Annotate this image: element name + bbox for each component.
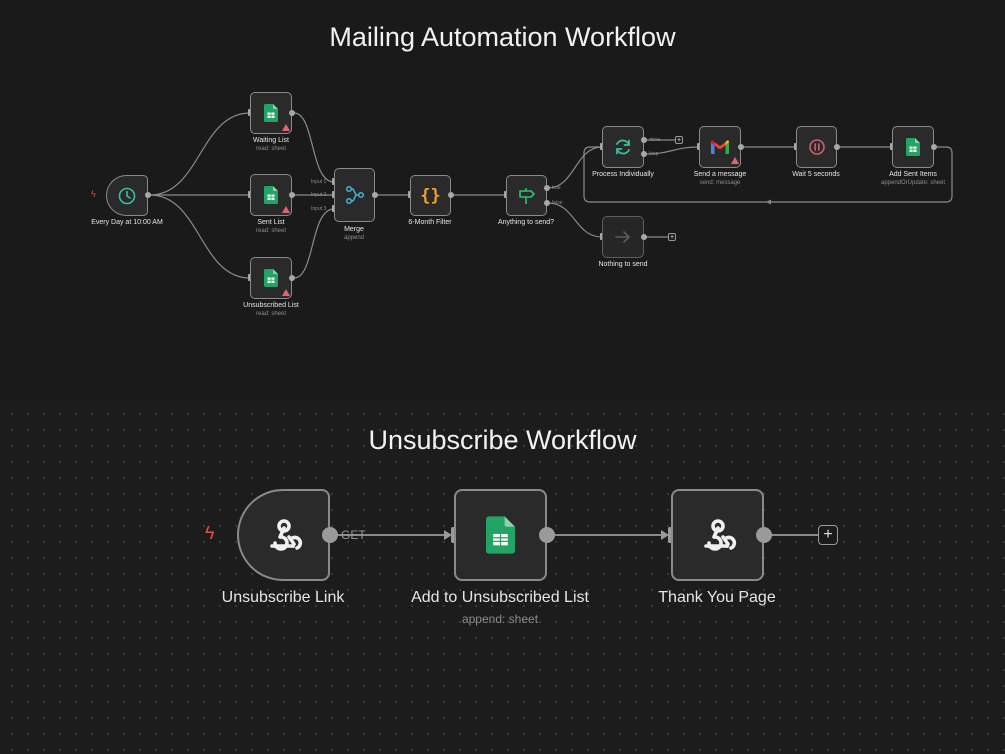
filter-input-port[interactable] — [408, 191, 411, 198]
google-sheets-icon — [486, 516, 515, 554]
unsubscribed-list-label: Unsubscribed List — [243, 302, 299, 309]
node-unsubscribe-link[interactable] — [237, 489, 330, 581]
node-wait-5-seconds[interactable] — [796, 126, 837, 168]
filter-output-port[interactable] — [448, 192, 454, 198]
unsub-input-port[interactable] — [248, 274, 251, 281]
clock-icon — [118, 187, 136, 204]
process-done-label: done — [649, 137, 661, 143]
waiting-list-sub: read: sheet — [255, 146, 287, 152]
trigger-bolt-icon: ϟ — [91, 189, 96, 199]
merge-input-3-label: Input 3 — [311, 206, 327, 212]
add-unsub-sub: append: sheet — [461, 612, 539, 626]
nothing-input-port[interactable] — [600, 233, 603, 240]
webhook-output-port[interactable] — [322, 527, 338, 543]
thank-you-label: Thank You Page — [658, 589, 776, 606]
google-sheets-icon — [906, 138, 920, 156]
node-sent-list[interactable] — [250, 174, 292, 216]
google-sheets-icon — [264, 269, 278, 287]
wait-output-port[interactable] — [834, 144, 840, 150]
webhook-icon — [269, 519, 302, 551]
merge-input-port-3[interactable] — [332, 205, 335, 212]
node-add-to-unsubscribed-list[interactable] — [454, 489, 547, 581]
send-output-port[interactable] — [738, 144, 744, 150]
google-sheets-icon — [264, 186, 278, 204]
merge-icon — [345, 185, 364, 205]
pause-icon — [808, 139, 825, 155]
wait-input-port[interactable] — [794, 143, 797, 150]
nothing-label: Nothing to send — [598, 261, 648, 268]
if-input-port[interactable] — [504, 191, 507, 198]
wait-label: Wait 5 seconds — [792, 171, 840, 178]
node-add-sent-items[interactable] — [892, 126, 934, 168]
waiting-input-port[interactable] — [248, 109, 251, 116]
if-label: Anything to send? — [497, 219, 555, 226]
unsubscribed-list-sub: read: sheet — [255, 311, 287, 317]
loop-icon — [616, 139, 630, 155]
process-label: Process Individually — [592, 171, 654, 178]
add-sent-sub: appendOrUpdate: sheet — [880, 180, 946, 186]
http-method-label: GET — [341, 528, 366, 542]
sent-input-port[interactable] — [248, 191, 251, 198]
unsubscribe-workflow-title: Unsubscribe Workflow — [368, 425, 637, 455]
warning-icon — [731, 157, 739, 164]
warning-icon — [282, 206, 290, 213]
nothing-output-port[interactable] — [641, 234, 647, 240]
process-loop-port[interactable] — [641, 151, 647, 157]
trigger-label: Every Day at 10:00 AM — [91, 219, 163, 226]
google-sheets-icon — [264, 104, 278, 122]
waiting-output-port[interactable] — [289, 110, 295, 116]
gmail-icon — [711, 140, 729, 154]
merge-input-2-label: Input 2 — [311, 192, 327, 198]
send-label: Send a message — [693, 171, 747, 178]
signpost-icon — [518, 187, 535, 204]
add-node-after-thank-you-button[interactable]: + — [818, 525, 838, 545]
process-loop-label: loop — [649, 151, 659, 157]
merge-input-1-label: Input 1 — [311, 179, 327, 185]
add-sent-label: Add Sent Items — [889, 171, 937, 178]
node-nothing-to-send[interactable] — [602, 216, 644, 258]
thank-you-output-port[interactable] — [756, 527, 772, 543]
node-6-month-filter[interactable]: {} — [410, 175, 451, 216]
add-node-after-done-button[interactable]: + — [675, 136, 683, 144]
waiting-list-label: Waiting List — [253, 137, 289, 144]
sent-output-port[interactable] — [289, 192, 295, 198]
merge-output-port[interactable] — [372, 192, 378, 198]
warning-icon — [282, 124, 290, 131]
code-braces-icon: {} — [420, 185, 441, 206]
merge-label: Merge — [344, 226, 364, 233]
arrow-right-icon — [615, 231, 630, 243]
add-node-after-nothing-button[interactable]: + — [668, 233, 676, 241]
unsubscribe-link-label: Unsubscribe Link — [221, 589, 345, 606]
node-process-individually[interactable] — [602, 126, 644, 168]
webhook-icon — [703, 519, 736, 551]
if-true-label: true — [552, 185, 561, 191]
sent-list-sub: read: sheet — [255, 228, 287, 234]
merge-input-port-2[interactable] — [332, 191, 335, 198]
merge-sub: append — [343, 235, 365, 241]
node-thank-you-page[interactable] — [671, 489, 764, 581]
add-unsub-label: Add to Unsubscribed List — [411, 589, 589, 606]
send-sub: send: message — [699, 180, 741, 186]
add-sent-input-port[interactable] — [890, 143, 893, 150]
merge-input-port-1[interactable] — [332, 178, 335, 185]
warning-icon — [282, 289, 290, 296]
trigger-output-port[interactable] — [145, 192, 151, 198]
mailing-workflow-title: Mailing Automation Workflow — [329, 22, 676, 52]
process-input-port[interactable] — [600, 143, 603, 150]
sent-list-label: Sent List — [257, 219, 285, 226]
node-anything-to-send[interactable] — [506, 175, 547, 216]
add-sent-output-port[interactable] — [931, 144, 937, 150]
add-unsub-output-port[interactable] — [539, 527, 555, 543]
unsub-output-port[interactable] — [289, 275, 295, 281]
mailing-canvas — [0, 0, 1005, 400]
send-input-port[interactable] — [697, 143, 700, 150]
filter-label: 6-Month Filter — [408, 219, 452, 226]
node-merge[interactable] — [334, 168, 375, 222]
if-false-label: false — [552, 200, 563, 206]
node-every-day-trigger[interactable] — [106, 175, 148, 216]
trigger-bolt-icon: ϟ — [205, 523, 215, 543]
if-true-port[interactable] — [544, 185, 550, 191]
process-done-port[interactable] — [641, 137, 647, 143]
if-false-port[interactable] — [544, 200, 550, 206]
